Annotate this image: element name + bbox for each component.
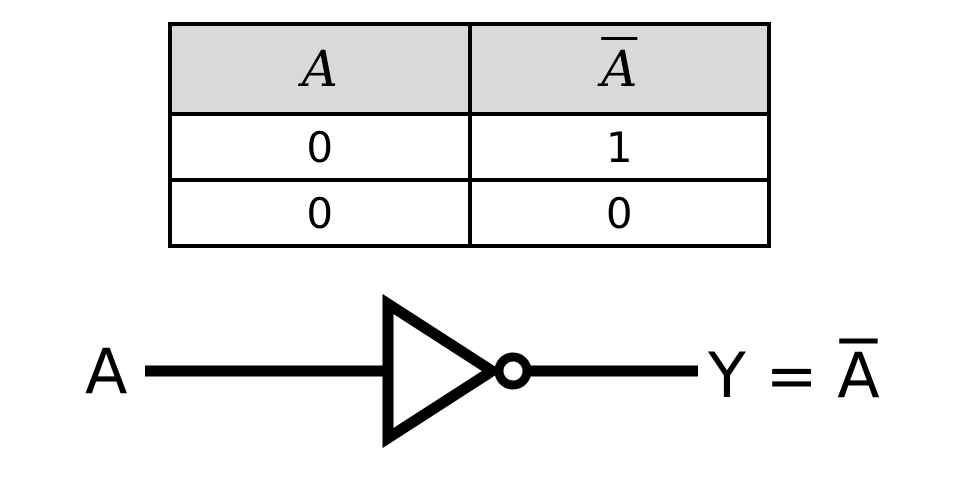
not-gate-triangle	[382, 293, 503, 449]
header-not-a-label: A	[601, 40, 638, 98]
inversion-bubble	[494, 352, 532, 390]
table-row: 0 0	[168, 178, 771, 248]
header-input-a: A	[168, 22, 472, 116]
truth-table-header-row: A A	[168, 22, 771, 116]
truth-table: A A 0 1 0 0	[168, 22, 771, 248]
table-cell: 0	[168, 112, 472, 182]
table-cell: 0	[168, 178, 472, 248]
input-label: A	[85, 335, 127, 408]
table-cell: 0	[467, 178, 771, 248]
output-label: Y = A	[707, 339, 880, 412]
output-var: A	[837, 339, 879, 412]
output-prefix: Y =	[707, 339, 837, 412]
header-input-a-label: A	[301, 40, 338, 98]
table-cell: 1	[467, 112, 771, 182]
table-row: 0 1	[168, 112, 771, 182]
header-not-a: A	[467, 22, 771, 116]
